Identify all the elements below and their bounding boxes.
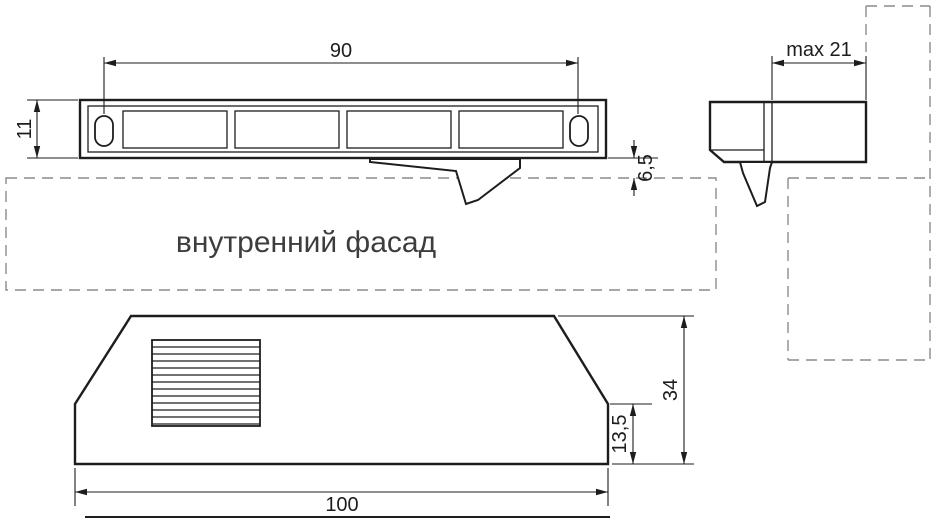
dimension-6-5: 6,5 xyxy=(608,140,658,196)
bar-inner-frame xyxy=(87,105,599,153)
left-slot-hole xyxy=(94,115,114,147)
facade-dashed-panel: внутренний фасад xyxy=(5,177,717,291)
front-view xyxy=(78,98,608,206)
dimension-100: 100 xyxy=(74,468,609,516)
latch-hook-side xyxy=(738,161,774,208)
bar-cell-2 xyxy=(234,110,340,149)
latch-hook-front xyxy=(369,158,521,206)
right-slot-hole xyxy=(569,115,589,147)
ventilation-grille xyxy=(151,339,261,427)
dim-max21-label: max 21 xyxy=(786,39,852,61)
bar-cell-3 xyxy=(346,110,452,149)
bar-outer-outline xyxy=(78,98,608,160)
profile-outline xyxy=(708,100,868,164)
side-view xyxy=(708,100,868,208)
dimension-13-5: 13,5 xyxy=(609,403,652,464)
facade-label: внутренний фасад xyxy=(176,226,436,259)
facade-dashed-side xyxy=(787,5,931,361)
facade-dashed-rect xyxy=(5,177,717,291)
dimension-34: 34 xyxy=(558,315,694,465)
dim-11-label: 11 xyxy=(14,119,36,140)
dimension-max-21: max 21 xyxy=(771,39,867,100)
dimension-11: 11 xyxy=(14,99,78,159)
dim-90-label: 90 xyxy=(330,40,352,62)
bottom-view xyxy=(73,314,610,466)
grille-frame xyxy=(151,339,261,427)
dim-13-5-label: 13,5 xyxy=(609,415,631,454)
dim-6-5-label: 6,5 xyxy=(635,154,657,182)
bar-cell-4 xyxy=(458,110,564,149)
bar-cell-1 xyxy=(122,110,228,149)
frame-outline xyxy=(73,314,610,466)
dim-100-label: 100 xyxy=(325,494,358,516)
dimension-90: 90 xyxy=(103,40,579,114)
dim-34-label: 34 xyxy=(660,379,682,401)
